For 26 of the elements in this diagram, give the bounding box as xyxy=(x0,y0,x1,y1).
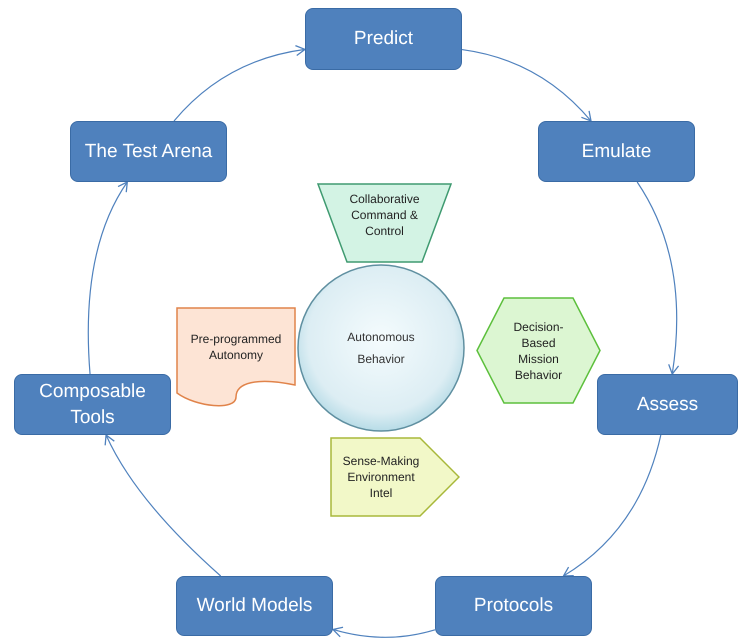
node-label: Decision-Based Mission Behavior xyxy=(512,318,564,382)
node-label: Assess xyxy=(636,392,698,416)
curved-arrow xyxy=(636,182,680,375)
node-label: Composable Tools xyxy=(38,380,147,430)
node-label: Sense-Making Environment Intel xyxy=(342,453,420,501)
node-label: Autonomous Behavior xyxy=(346,329,416,368)
curved-arrow xyxy=(332,626,436,638)
curved-arrow xyxy=(562,434,662,577)
process-box xyxy=(305,8,462,70)
node-label: Pre-programmed Autonomy xyxy=(190,331,282,363)
process-box xyxy=(538,121,695,182)
node-label: Predict xyxy=(354,27,414,51)
process-box xyxy=(70,121,227,182)
node-label: Collaborative Command & Control xyxy=(349,191,420,239)
process-box xyxy=(14,374,171,435)
curved-arrow xyxy=(462,48,592,122)
node-label: Emulate xyxy=(582,140,652,164)
process-box xyxy=(176,576,333,636)
node-label: Protocols xyxy=(474,594,554,618)
process-box xyxy=(435,576,592,636)
curved-arrow xyxy=(104,434,222,576)
node-label: The Test Arena xyxy=(84,140,212,164)
curved-arrow xyxy=(88,181,128,374)
process-box xyxy=(597,374,738,435)
node-label: World Models xyxy=(196,594,312,618)
curved-arrow xyxy=(174,45,306,122)
